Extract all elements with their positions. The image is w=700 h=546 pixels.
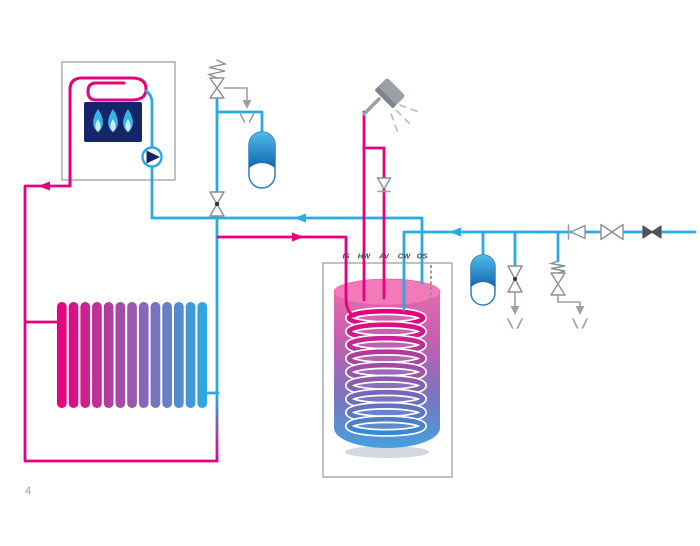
spring-icon [206, 59, 228, 79]
radiator-section [127, 302, 137, 408]
tank-connection-labels: IS HW AV CW OS [342, 252, 427, 261]
isolation-valve [600, 223, 624, 241]
radiator-section [185, 302, 196, 408]
indirect-cylinder [322, 262, 453, 478]
cylinder-base-shadow [345, 446, 429, 458]
radiator-section [115, 302, 126, 408]
page-number: 4 [25, 485, 31, 497]
panel-radiator [57, 302, 208, 408]
tundish-icon [239, 112, 255, 123]
cold-water-main [402, 230, 697, 312]
valve-handle-dot [214, 201, 220, 207]
check-valve-mains [567, 224, 586, 240]
tank-heating-coil [345, 307, 427, 437]
tundish-icon [572, 318, 588, 329]
discharge-pipe [223, 87, 248, 101]
discharge-arrow [575, 306, 585, 315]
burner-flame-core-icon [95, 119, 101, 132]
radiator-section [103, 302, 114, 408]
safety-valve-heating [206, 59, 255, 123]
pump-rotor-icon [146, 150, 160, 164]
shower-head [375, 78, 405, 108]
check-valve-dhw [376, 177, 392, 193]
fittings [206, 59, 662, 329]
pressure-reducing-valve [507, 265, 523, 329]
valve-handle-dot [513, 277, 517, 281]
radiator-section [197, 302, 208, 408]
spring-icon [548, 260, 566, 274]
shower-face [375, 87, 396, 108]
cylinder-top [333, 278, 441, 306]
flow-arrow [294, 213, 306, 223]
tank-connection-label: IS [342, 252, 349, 261]
radiator-section [174, 302, 184, 408]
burner-flame-core-icon [110, 119, 116, 132]
shower-spray [390, 104, 418, 132]
radiator-section [162, 302, 172, 408]
flow-arrow [38, 181, 50, 191]
expansion-branch-pipe [215, 110, 264, 135]
coil-flow-pipe [216, 235, 357, 318]
burner-flames [93, 109, 133, 133]
shower [362, 78, 418, 132]
heat-exchanger-coil [68, 76, 148, 188]
safety-valve-potable [548, 260, 588, 329]
gas-boiler [61, 61, 176, 188]
tank-connection-label: AV [378, 252, 390, 261]
flow-arrow [292, 232, 304, 242]
radiator-section [138, 302, 149, 408]
radiator-section [80, 302, 91, 408]
expansion-vessel-potable [470, 254, 496, 306]
radiator-section [68, 302, 79, 408]
circulation-pump [141, 146, 163, 168]
bypass-valve [209, 191, 225, 217]
discharge-arrow [242, 100, 252, 109]
tank-connection-label: CW [398, 252, 411, 261]
shutoff-valve [642, 225, 662, 239]
discharge-arrow [510, 306, 520, 315]
burner-flame-core-icon [125, 119, 131, 132]
radiator-section [92, 302, 102, 408]
radiator-section [150, 302, 161, 408]
flow-arrow [449, 227, 461, 237]
pipework [23, 95, 697, 463]
shower-arm [362, 97, 381, 116]
radiator-section [57, 302, 67, 408]
vessel-gas-charge [249, 132, 275, 168]
tank-connection-label: HW [358, 252, 371, 261]
vessel-gas-charge [471, 255, 495, 287]
boiler-internal-return-pipe [144, 89, 154, 150]
expansion-vessel-heating [248, 131, 276, 189]
tank-connection-label: OS [417, 252, 428, 261]
discharge-pipe [557, 294, 581, 307]
heating-return-pipe [150, 165, 424, 285]
tundish-icon [507, 318, 523, 329]
